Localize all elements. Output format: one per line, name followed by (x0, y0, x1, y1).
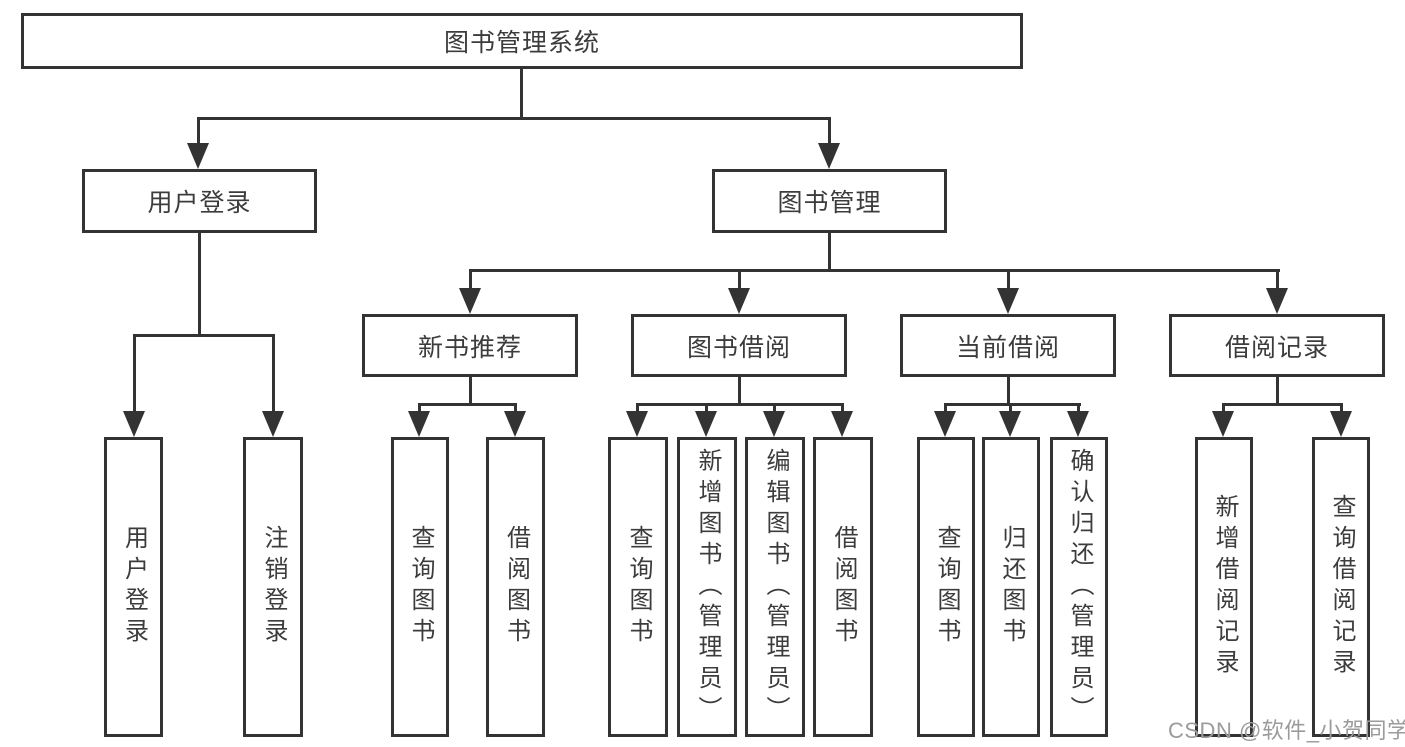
leaf-logout: 注销登录 (243, 437, 303, 737)
connector-line (272, 334, 275, 414)
arrow-down-icon (408, 411, 430, 437)
connector-line (514, 403, 517, 415)
connector-line (1276, 269, 1279, 292)
connector-line (738, 377, 741, 406)
arrow-down-icon (1266, 288, 1288, 314)
leaf-label: 注销登录 (260, 525, 287, 649)
node-label: 图书管理系统 (443, 29, 600, 57)
leaf-return-book: 归还图书 (982, 437, 1040, 737)
connector-line (828, 233, 831, 272)
leaf-label: 用户登录 (120, 525, 148, 649)
node-label: 图书管理 (777, 189, 882, 217)
arrow-down-icon (831, 411, 853, 437)
connector-line (198, 233, 201, 337)
connector-line (1340, 403, 1343, 415)
node-label: 当前借阅 (955, 333, 1060, 362)
arrow-down-icon (1330, 411, 1352, 437)
connector-line (1077, 403, 1080, 415)
leaf-label: 归还图书 (998, 525, 1025, 649)
arrow-down-icon (997, 288, 1019, 314)
node-label: 借阅记录 (1224, 333, 1329, 362)
arrow-down-icon (626, 411, 648, 437)
connector-line (738, 269, 741, 292)
connector-line (1222, 403, 1343, 406)
connector-line (828, 117, 831, 147)
leaf-confirm-return-admin: 确认归还（管理员） (1050, 437, 1108, 737)
arrow-down-icon (695, 411, 717, 437)
arrow-down-icon (123, 411, 145, 437)
arrow-down-icon (504, 411, 526, 437)
leaf-label: 查询图书 (625, 525, 652, 649)
connector-line (133, 334, 136, 414)
arrow-down-icon (1212, 411, 1234, 437)
connector-line (197, 117, 200, 147)
node-label: 新书推荐 (417, 333, 522, 362)
csdn-watermark: CSDN @软件_小贺同学 (1168, 718, 1405, 743)
node-current-borrowing: 当前借阅 (900, 314, 1116, 377)
arrow-down-icon (999, 411, 1021, 437)
leaf-query-books-borrow: 查询图书 (608, 437, 668, 737)
connector-line (1007, 377, 1010, 406)
leaf-add-borrow-record: 新增借阅记录 (1195, 437, 1253, 737)
arrow-down-icon (187, 143, 209, 169)
arrow-down-icon (728, 288, 750, 314)
leaf-borrow-book: 借阅图书 (813, 437, 873, 737)
leaf-label: 新增图书（管理员） (694, 447, 721, 727)
leaf-edit-book-admin: 编辑图书（管理员） (745, 437, 805, 737)
arrow-down-icon (459, 288, 481, 314)
node-user-login: 用户登录 (82, 169, 317, 233)
node-library-management-system: 图书管理系统 (21, 13, 1023, 69)
connector-line (418, 403, 421, 415)
node-label: 图书借阅 (686, 333, 791, 362)
leaf-borrow-books-recommend: 借阅图书 (486, 437, 545, 737)
connector-line (469, 269, 472, 292)
arrow-down-icon (262, 411, 284, 437)
connector-line (1222, 403, 1225, 415)
leaf-label: 查询图书 (933, 525, 960, 649)
connector-line (773, 403, 776, 415)
arrow-down-icon (763, 411, 785, 437)
leaf-label: 借阅图书 (830, 525, 857, 649)
node-new-book-recommendation: 新书推荐 (362, 314, 578, 377)
leaf-label: 新增借阅记录 (1211, 494, 1238, 680)
connector-line (1276, 377, 1279, 406)
leaf-query-books-current: 查询图书 (917, 437, 975, 737)
connector-line (469, 377, 472, 406)
connector-line (133, 334, 275, 337)
node-book-management: 图书管理 (712, 169, 947, 233)
arrow-down-icon (1067, 411, 1089, 437)
leaf-label: 查询借阅记录 (1328, 494, 1355, 680)
connector-line (841, 403, 844, 415)
connector-line (636, 403, 639, 415)
leaf-label: 查询图书 (407, 525, 434, 649)
leaf-add-book-admin: 新增图书（管理员） (677, 437, 737, 737)
connector-line (705, 403, 708, 415)
arrow-down-icon (934, 411, 956, 437)
connector-line (636, 403, 844, 406)
leaf-label: 确认归还（管理员） (1066, 447, 1093, 727)
arrow-down-icon (818, 143, 840, 169)
leaf-query-books-recommend: 查询图书 (391, 437, 449, 737)
connector-line (197, 117, 831, 120)
leaf-label: 借阅图书 (502, 525, 530, 649)
node-book-borrowing: 图书借阅 (631, 314, 847, 377)
node-label: 用户登录 (147, 189, 252, 217)
leaf-query-borrow-record: 查询借阅记录 (1312, 437, 1370, 737)
connector-line (1009, 403, 1012, 415)
connector-line (944, 403, 1081, 406)
connector-line (1007, 269, 1010, 292)
connector-line (418, 403, 517, 406)
node-borrowing-records: 借阅记录 (1169, 314, 1385, 377)
leaf-user-login: 用户登录 (104, 437, 163, 737)
connector-line (469, 269, 1280, 272)
leaf-label: 编辑图书（管理员） (762, 447, 789, 727)
connector-line (944, 403, 947, 415)
connector-line (520, 69, 523, 119)
